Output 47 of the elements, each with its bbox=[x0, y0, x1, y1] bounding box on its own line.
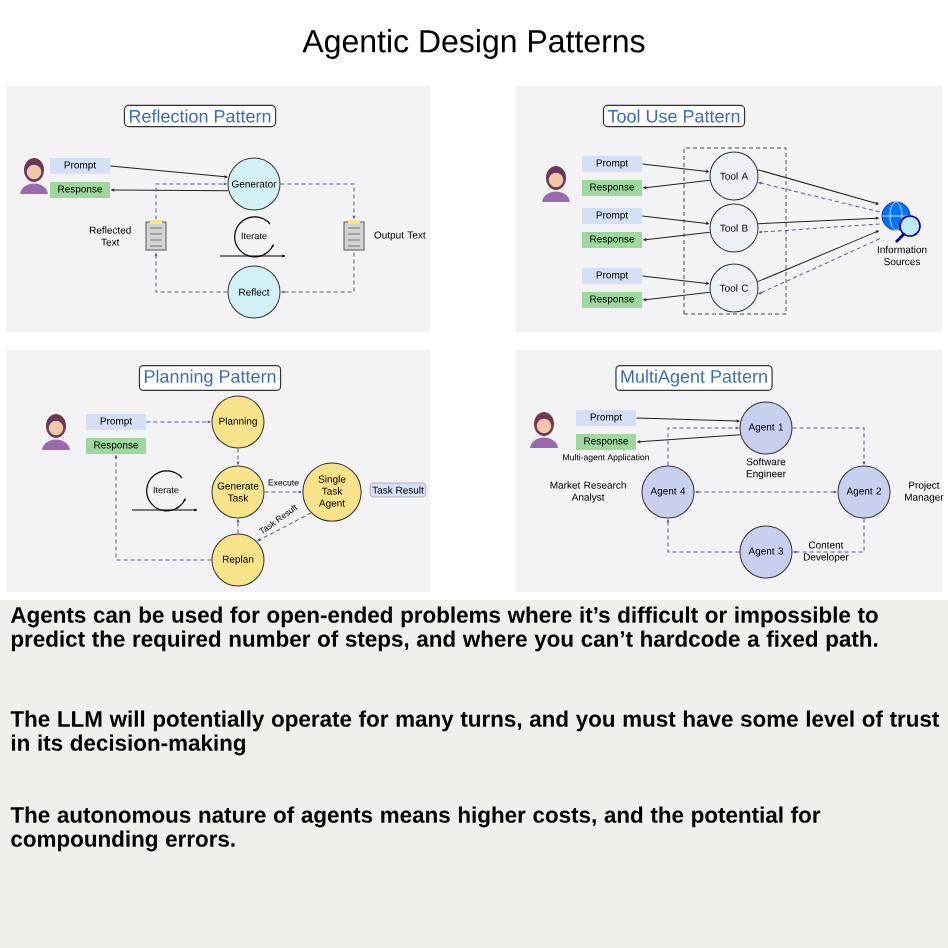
arrow bbox=[635, 417, 740, 423]
arrow bbox=[666, 519, 740, 553]
arrow bbox=[793, 518, 865, 554]
arrow bbox=[257, 512, 312, 542]
arrow bbox=[643, 231, 711, 242]
person-icon bbox=[542, 166, 570, 202]
person-icon bbox=[530, 412, 558, 448]
arrow bbox=[281, 251, 355, 294]
paragraph: Agents can be used for open-ended problems where it’s difficult or impossible to predict the required number of steps, and where you can’t hardcode a fixed path. bbox=[10, 606, 878, 652]
pattern-title: Reflection Pattern bbox=[123, 104, 277, 128]
arrow bbox=[758, 223, 881, 234]
arrow bbox=[114, 455, 212, 561]
pattern-title: Planning Pattern bbox=[138, 365, 282, 391]
document-icon bbox=[145, 220, 167, 251]
paragraph: The autonomous nature of agents means higher costs, and the potential for compounding errors. bbox=[10, 806, 821, 852]
arrow bbox=[758, 238, 881, 295]
arrow bbox=[264, 490, 302, 494]
arrow bbox=[643, 179, 711, 190]
arrow bbox=[154, 253, 228, 293]
arrow bbox=[155, 182, 227, 221]
paragraph: The LLM will potentially operate for many turns, and you must have some level of trust in its decision-making bbox=[10, 710, 940, 756]
person-icon bbox=[42, 414, 70, 450]
arrow bbox=[236, 519, 240, 534]
arrow bbox=[695, 490, 837, 494]
arrow bbox=[637, 434, 741, 444]
arrow bbox=[145, 420, 211, 424]
arrow bbox=[792, 427, 866, 465]
pattern-title: Tool Use Pattern bbox=[602, 104, 746, 128]
arrow bbox=[641, 215, 710, 225]
arrow bbox=[667, 426, 739, 466]
arrow bbox=[757, 216, 879, 225]
arrow bbox=[109, 165, 228, 179]
arrow bbox=[641, 275, 710, 285]
arrow bbox=[758, 181, 881, 213]
arrow bbox=[280, 183, 356, 219]
dashed-group-box bbox=[683, 147, 787, 315]
arrow bbox=[757, 169, 879, 205]
arrow bbox=[236, 448, 240, 465]
arrow bbox=[757, 230, 879, 283]
title: Agentic Design Patterns bbox=[302, 29, 645, 59]
document-icon bbox=[343, 220, 365, 251]
arrow bbox=[643, 291, 711, 302]
person-icon bbox=[20, 158, 48, 194]
globe-icon bbox=[881, 201, 921, 243]
pattern-title: MultiAgent Pattern bbox=[615, 365, 773, 391]
arrow bbox=[641, 163, 710, 173]
arrow bbox=[111, 188, 229, 192]
